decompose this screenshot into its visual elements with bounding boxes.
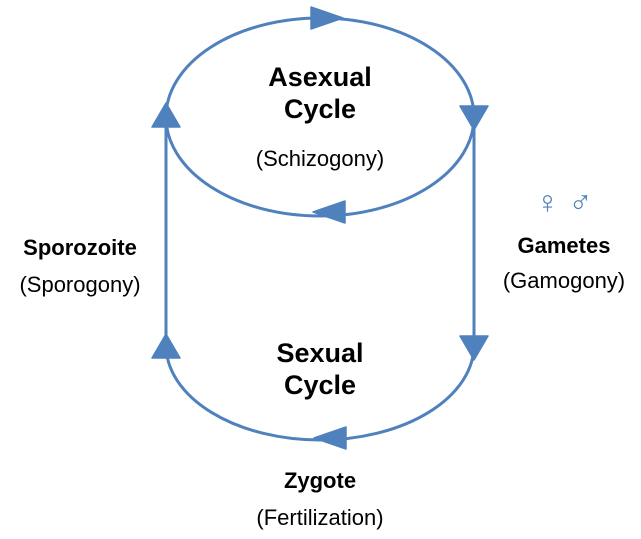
sporozoite-subtitle: (Sporogony) (19, 272, 141, 297)
arrow-right-top (310, 6, 344, 30)
asexual-title-line2: Cycle (283, 93, 357, 124)
asexual-cycle-title: Asexual Cycle (215, 62, 425, 126)
gametes-label: Gametes (517, 233, 611, 258)
gametes-subtitle: (Gamogony) (502, 268, 626, 293)
arrow-up-left-lower (151, 333, 181, 359)
sexual-cycle-title: Sexual Cycle (215, 338, 425, 402)
arrow-up-left-upper (151, 102, 181, 128)
gender-symbols-icon: ♀ ♂ (535, 184, 593, 220)
sexual-title-line2: Cycle (283, 369, 357, 400)
arrow-down-right-upper (459, 105, 489, 131)
asexual-title-line1: Asexual (268, 62, 372, 92)
zygote-label: Zygote (283, 468, 357, 493)
asexual-cycle-subtitle: (Schizogony) (255, 146, 385, 171)
arrow-left-asexual-bottom (312, 200, 346, 224)
sporozoite-label: Sporozoite (23, 235, 137, 260)
zygote-subtitle: (Fertilization) (256, 505, 384, 530)
arrow-down-right-lower (459, 335, 489, 361)
sexual-title-line1: Sexual (276, 338, 364, 368)
arrow-left-sexual-bottom (313, 426, 347, 450)
